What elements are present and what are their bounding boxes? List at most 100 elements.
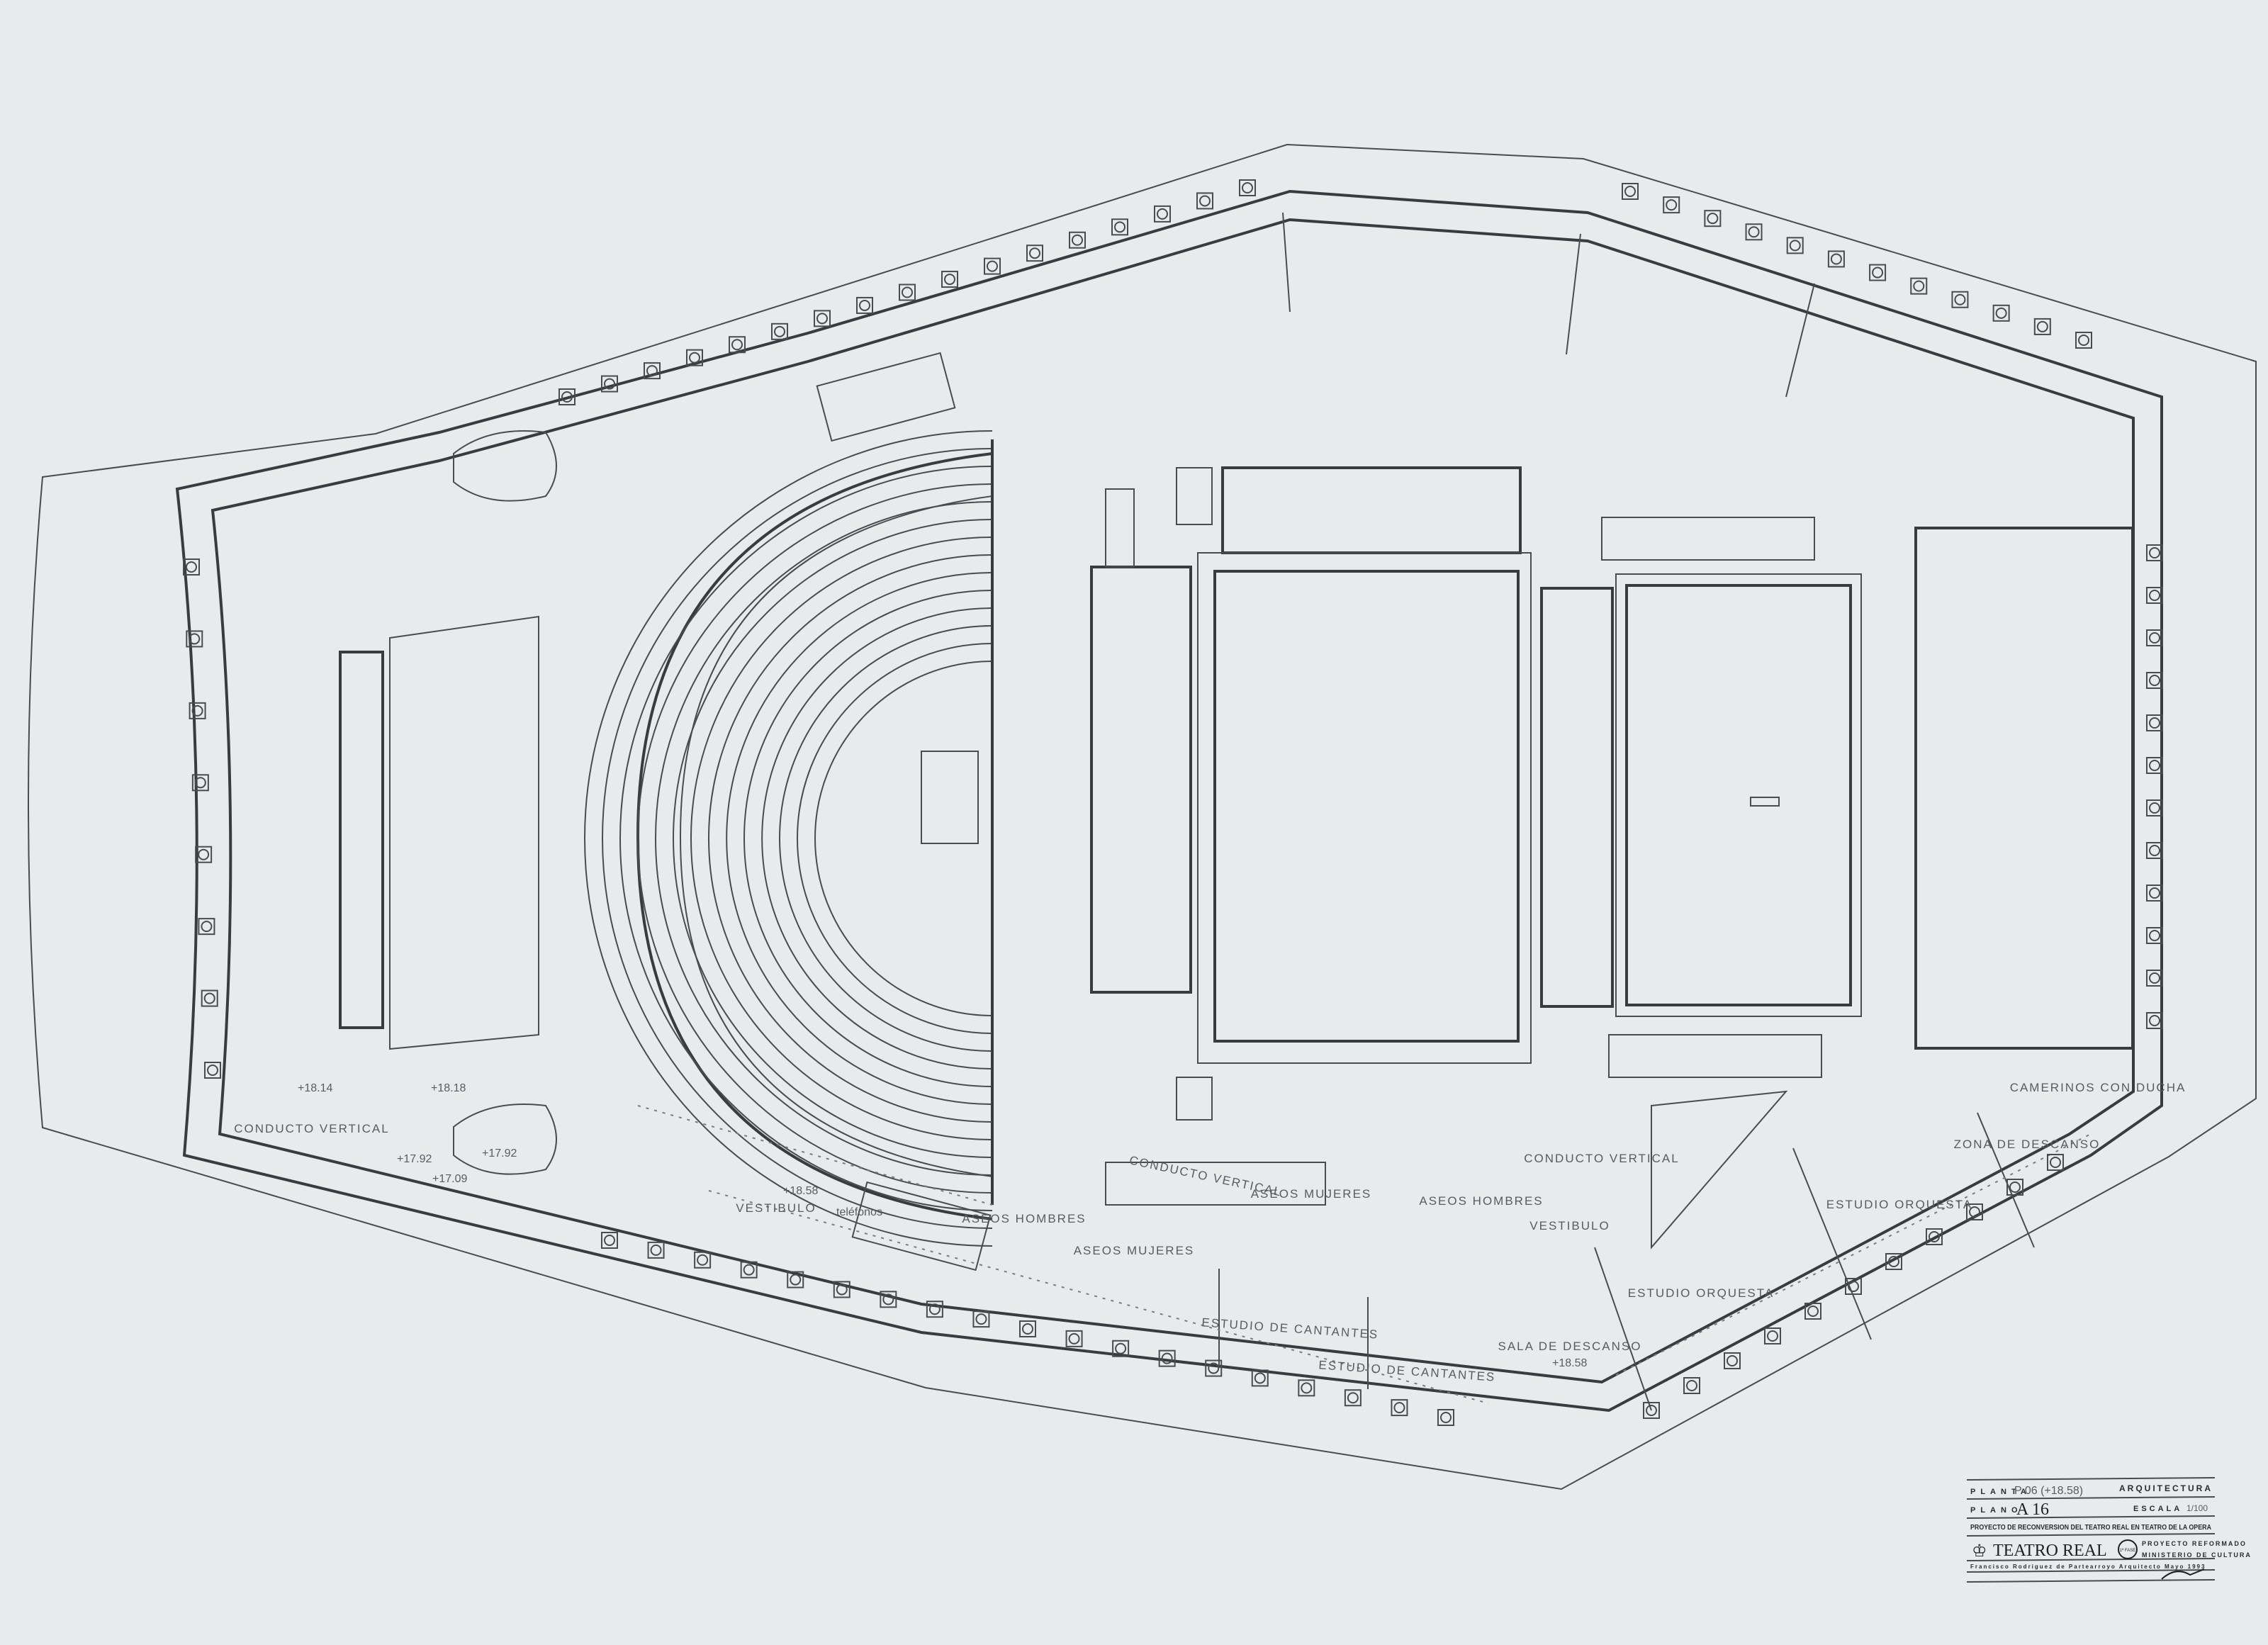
partitions: [637, 212, 2092, 1411]
column: [183, 558, 200, 576]
label-aseos-mujeres: ASEOS MUJERES: [1074, 1244, 1195, 1257]
label-estudio-orquesta: ESTUDIO ORQUESTA: [1826, 1198, 1972, 1211]
level-mark: +17.09: [432, 1173, 467, 1185]
column: [189, 702, 206, 719]
column: [644, 362, 661, 380]
column: [1951, 291, 1969, 308]
seat-row: [690, 537, 993, 1140]
level-mark: +17.92: [397, 1153, 432, 1165]
seat-row: [797, 643, 993, 1034]
seat-row: [726, 572, 993, 1105]
column: [601, 1232, 618, 1249]
label-conducto-vertical: CONDUCTO VERTICAL: [234, 1122, 389, 1135]
column: [1154, 205, 1171, 223]
label-aseos-hombres: ASEOS HOMBRES: [962, 1212, 1086, 1225]
planta-value: P 06 (+18.58): [2014, 1485, 2083, 1497]
column: [833, 1281, 850, 1298]
stage-areas: [921, 466, 2134, 1064]
column: [1622, 183, 1639, 200]
column: [2047, 1154, 2064, 1171]
seat-row: [743, 590, 993, 1087]
column: [1966, 1203, 1983, 1220]
column: [2146, 672, 2163, 689]
column: [647, 1241, 665, 1259]
column: [204, 1062, 221, 1079]
column: [1724, 1352, 1741, 1369]
level-mark: +17.92: [482, 1147, 517, 1160]
logo-name: TEATRO REAL: [1993, 1542, 2107, 1560]
column: [1804, 1303, 1821, 1320]
column: [694, 1251, 712, 1269]
plano-label: PLANO: [1970, 1506, 2023, 1515]
building-outline: [28, 143, 2257, 1490]
seating-rows: [584, 430, 993, 1247]
column: [1663, 196, 1680, 214]
seat-row: [584, 430, 993, 1247]
level-mark: +18.14: [298, 1082, 332, 1094]
column: [1239, 179, 1256, 196]
seat-row: [708, 554, 993, 1123]
column: [729, 336, 746, 354]
column: [1643, 1402, 1660, 1419]
architect-line: Francisco Rodriguez de Partearroyo Arqui…: [1970, 1563, 2206, 1570]
label-estudio-orquesta: ESTUDIO ORQUESTA: [1628, 1286, 1774, 1300]
signature-icon: [2161, 1568, 2205, 1580]
column: [899, 283, 916, 301]
column: [2146, 885, 2163, 902]
column: [186, 630, 203, 648]
column: [1885, 1253, 1902, 1270]
column: [1745, 223, 1763, 241]
column: [1764, 1327, 1781, 1344]
column: [814, 310, 831, 327]
column: [201, 989, 218, 1007]
column: [195, 846, 213, 863]
column: [1845, 1278, 1862, 1295]
column: [880, 1291, 897, 1308]
column: [1019, 1320, 1036, 1337]
label-conducto-vertical: CONDUCTO VERTICAL: [1524, 1152, 1679, 1165]
label-estudio-cantantes: ESTUDIO DE CANTANTES: [1201, 1315, 1379, 1341]
seat-row: [637, 483, 993, 1194]
level-mark: +18.58: [783, 1185, 818, 1197]
label-sala-descanso: SALA DE DESCANSO: [1498, 1340, 1641, 1353]
column: [2146, 927, 2163, 944]
column: [2146, 714, 2163, 731]
column: [1992, 304, 2010, 322]
planta-label: PLANTA: [1970, 1488, 2031, 1496]
column: [1391, 1399, 1408, 1417]
column: [1910, 277, 1928, 295]
column: [984, 257, 1001, 275]
column: [2146, 544, 2163, 561]
column: [1065, 1330, 1083, 1347]
seat-row: [779, 625, 993, 1052]
column: [1683, 1377, 1700, 1394]
column: [856, 296, 873, 314]
column: [1786, 237, 1804, 254]
phase-badge: 1ª FASE: [2120, 1548, 2136, 1553]
column: [1111, 218, 1128, 236]
label-conducto-vertical: CONDUCTO VERTICAL: [1128, 1154, 1284, 1199]
column: [1437, 1409, 1454, 1426]
column: [1926, 1228, 1943, 1245]
seat-row: [673, 519, 993, 1158]
column: [2075, 332, 2092, 349]
column: [2146, 970, 2163, 987]
column: [972, 1310, 990, 1328]
column: [601, 375, 618, 393]
ministry: MINISTERIO DE CULTURA: [2142, 1551, 2252, 1559]
column: [1251, 1369, 1269, 1387]
plano-number: A 16: [2016, 1500, 2049, 1519]
column: [1112, 1340, 1130, 1357]
project-type: PROYECTO REFORMADO: [2142, 1540, 2247, 1547]
column: [2146, 842, 2163, 859]
column: [1298, 1379, 1315, 1397]
column: [2146, 1012, 2163, 1029]
discipline: ARQUITECTURA: [2119, 1483, 2213, 1493]
stair-cores: [453, 352, 1822, 1271]
label-aseos-hombres: ASEOS HOMBRES: [1419, 1194, 1543, 1208]
column: [771, 322, 788, 340]
column: [1069, 231, 1086, 249]
column: [740, 1261, 758, 1279]
seat-row: [619, 466, 993, 1211]
label-vestibulo: VESTIBULO: [736, 1201, 816, 1215]
